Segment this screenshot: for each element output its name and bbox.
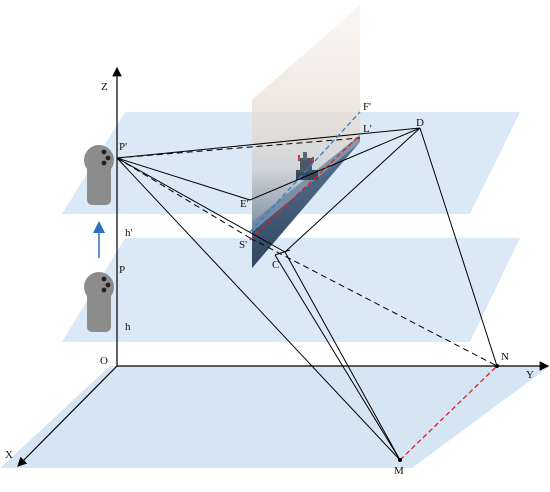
label-Z: Z [101, 81, 108, 93]
label-S-prime: S' [239, 239, 247, 251]
label-h-prime: h' [125, 227, 133, 239]
label-N: N [501, 351, 509, 363]
ship-image [296, 152, 318, 180]
label-P: P [119, 264, 125, 276]
label-M: M [394, 465, 404, 477]
label-P-prime: P' [119, 141, 127, 153]
label-L-prime: L' [363, 123, 372, 135]
ground-plane [0, 366, 550, 468]
x-axis [17, 365, 118, 467]
point-N [495, 364, 499, 368]
camera-lower-icon [84, 272, 114, 332]
label-Y: Y [526, 369, 534, 381]
red-ground-line [399, 365, 498, 461]
label-E-prime: E' [240, 198, 249, 210]
camera-upper-icon [84, 145, 114, 205]
red-horizon-line [249, 134, 361, 241]
label-X: X [5, 449, 13, 461]
image-sea-band [252, 135, 360, 232]
lower-plane [62, 238, 520, 342]
projection-lines [116, 127, 498, 461]
label-h: h [125, 321, 131, 333]
label-F-prime: F' [363, 101, 371, 113]
blue-dashed-line [249, 111, 361, 233]
image-sea [252, 142, 360, 268]
label-D: D [416, 117, 424, 129]
label-O: O [100, 355, 108, 367]
dashed-projection-lines [116, 137, 498, 367]
label-C: C [272, 259, 279, 271]
point-M [398, 458, 402, 462]
